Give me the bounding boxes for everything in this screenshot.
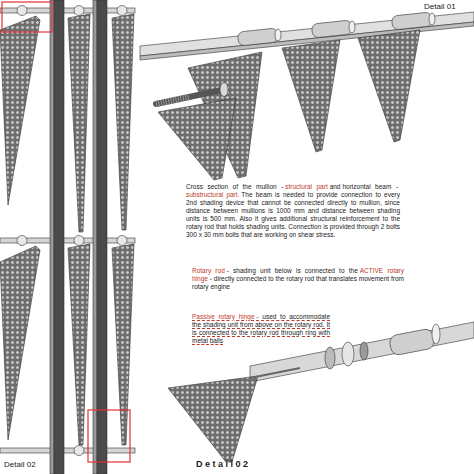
hinge	[17, 6, 27, 16]
metal-ball-ring	[360, 342, 368, 360]
label-text: Cross section of the mullion -	[186, 183, 283, 190]
mullion	[54, 0, 64, 474]
active-rotary-hinge	[388, 328, 435, 356]
note-text: Passive rotary hinge- used to accommodat…	[190, 312, 332, 346]
mullion-side	[50, 0, 54, 474]
passive-hinge-ring	[325, 347, 335, 369]
detail-label: Detail 02	[4, 460, 36, 470]
detail-label: Detail 01	[424, 2, 456, 12]
part-name: Rotary rod	[192, 267, 225, 274]
label-text: - directly connected to the rotary rod t…	[192, 275, 404, 290]
label-text: Detail 02	[4, 460, 36, 469]
label-text: and	[330, 183, 341, 190]
hinge	[74, 236, 84, 246]
bolt	[156, 83, 228, 105]
hinge	[74, 446, 84, 456]
label-text: - shading unit below is connected to the	[227, 267, 358, 274]
hinge	[117, 236, 127, 246]
rotary-hinge	[311, 20, 352, 38]
hinge	[74, 6, 84, 16]
label-text: D e t a i l 0 2	[196, 459, 248, 469]
horizontal-beam	[0, 448, 135, 453]
detail-frame	[88, 410, 130, 462]
shading-panel	[68, 14, 90, 232]
shading-panel	[112, 14, 134, 230]
shading-panel	[168, 376, 258, 462]
shading-panel	[112, 244, 134, 445]
detail-frame	[2, 2, 52, 32]
rotary-hinge	[391, 12, 432, 30]
shading-panel	[68, 244, 90, 445]
shading-panel	[158, 98, 236, 180]
mullion-side	[93, 0, 97, 474]
hinge-end	[349, 21, 355, 33]
passive-hinge-ring	[342, 342, 354, 366]
shading-panel	[0, 16, 40, 205]
part-name: substructural part.	[186, 191, 239, 198]
bolt-head	[220, 83, 228, 97]
hinge	[117, 6, 127, 16]
part-name: Passive rotary hinge	[192, 313, 255, 320]
hinge-end	[429, 13, 435, 25]
label-text: horizontal beam -	[342, 183, 398, 190]
hinge-end	[432, 324, 440, 344]
shading-panel	[0, 246, 40, 440]
hinge	[17, 236, 27, 246]
note-text: Rotary rod- shading unit below is connec…	[190, 266, 406, 292]
shading-panel	[358, 30, 420, 142]
shading-panel	[282, 40, 340, 152]
mullion	[97, 0, 107, 474]
part-name: structural part	[285, 183, 327, 190]
bolt-shank	[156, 90, 222, 104]
label-text: Detail 01	[424, 2, 456, 11]
panel-arm	[250, 368, 300, 378]
detail-label: D e t a i l 0 2	[196, 459, 248, 470]
detail-01-view	[140, 12, 474, 180]
rotary-hinge	[237, 28, 278, 46]
elevation-view	[0, 0, 135, 474]
hinge-end	[275, 29, 281, 41]
note-text: Cross section of the mullion -structural…	[184, 182, 402, 239]
bolt-thread	[156, 97, 190, 104]
